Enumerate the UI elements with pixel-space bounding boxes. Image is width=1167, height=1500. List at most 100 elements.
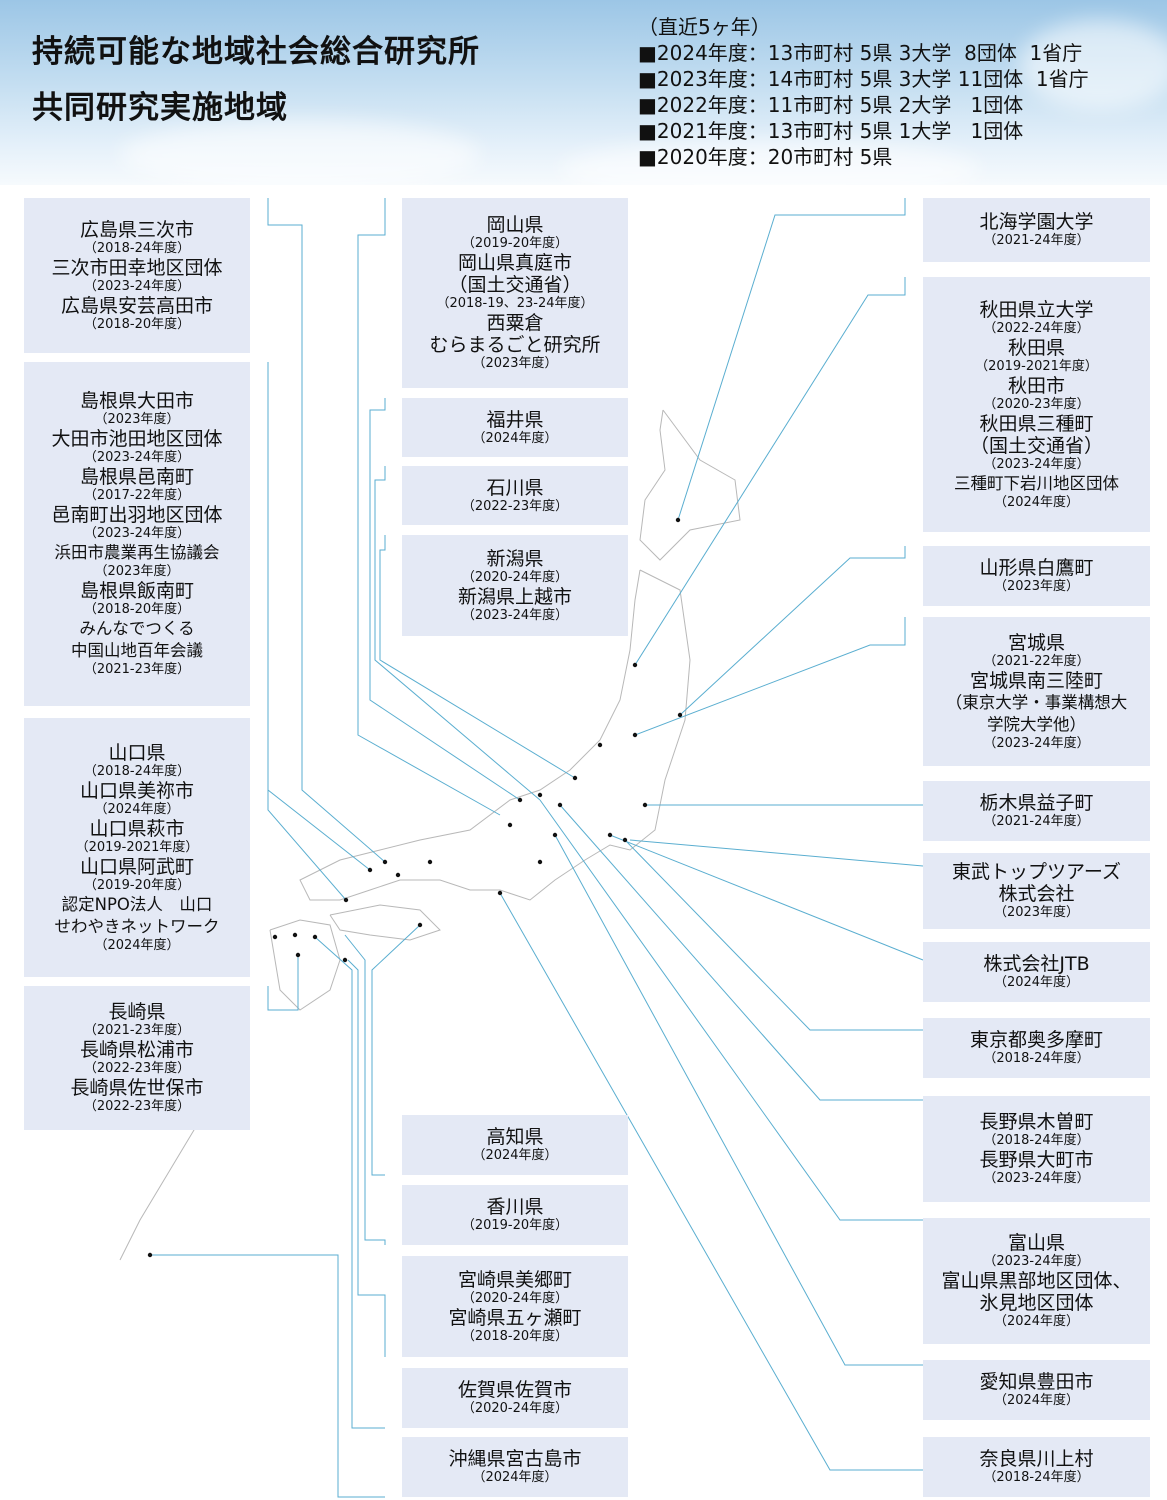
period-label: （2018-24年度）: [983, 1470, 1090, 1485]
location-dot: [343, 897, 349, 903]
connector-line: [267, 718, 347, 901]
organization-name: みんなでつくる: [79, 619, 195, 638]
organization-name: 山口県萩市: [89, 817, 185, 840]
organization-name: 新潟県: [486, 547, 544, 570]
location-dot: [552, 832, 558, 838]
connector-line: [634, 277, 906, 666]
organization-name: 福井県: [486, 408, 544, 431]
page-subtitle: 共同研究実施地域: [32, 90, 288, 126]
period-label: （2022-23年度）: [83, 1099, 191, 1114]
stats-heading: （直近5ヶ年）: [638, 15, 771, 39]
organization-name: 長崎県: [108, 1001, 166, 1023]
region-box-yamaguchi: 山口県（2018-24年度）山口県美祢市（2024年度）山口県萩市（2019-2…: [24, 718, 250, 977]
period-label: （2018-24年度）: [83, 240, 191, 256]
region-box-jtb: 株式会社JTB（2024年度）: [923, 942, 1150, 1002]
organization-name: 秋田県: [1007, 336, 1065, 359]
organization-name: 株式会社JTB: [983, 953, 1090, 975]
organization-name: 三種町下岩川地区団体: [954, 473, 1119, 493]
connector-line: [677, 198, 906, 521]
period-label: （2022-23年度）: [461, 498, 569, 514]
organization-name: 浜田市農業再生協議会: [54, 543, 220, 562]
organization-name: 新潟県上越市: [457, 585, 572, 608]
region-box-nagasaki: 長崎県（2021-23年度）長崎県松浦市（2022-23年度）長崎県佐世保市（2…: [24, 986, 250, 1130]
connector-line: [634, 617, 906, 736]
location-dot: [677, 712, 683, 718]
organization-name: 長野県大町市: [979, 1149, 1094, 1171]
period-label: （2021-23年度）: [83, 662, 191, 677]
period-label: （2024年度）: [94, 801, 180, 817]
region-box-saga: 佐賀県佐賀市（2020-24年度）: [402, 1368, 628, 1428]
kyushu-outline: [269, 919, 341, 1011]
organization-name: 秋田県三種町: [979, 412, 1094, 435]
connector-line: [624, 839, 923, 1031]
location-dot: [557, 802, 563, 808]
location-dot: [622, 837, 628, 843]
period-label: （2019-20年度）: [461, 236, 569, 251]
period-label: （2024年度）: [993, 1393, 1080, 1408]
location-dot: [632, 732, 638, 738]
connector-line: [347, 959, 386, 1357]
connector-line: [554, 834, 923, 1366]
organization-name: 認定NPO法人 山口: [61, 894, 213, 914]
organization-name: 北海学園大学: [979, 211, 1094, 233]
period-label: （2023-24年度）: [983, 1171, 1090, 1186]
organization-name: 宮崎県美郷町: [457, 1268, 572, 1291]
hokkaido-outline: [639, 409, 741, 561]
organization-name: 長崎県松浦市: [79, 1039, 194, 1061]
header-banner: 持続可能な地域社会総合研究所 共同研究実施地域 （直近5ヶ年） ■2024年度：…: [0, 0, 1167, 200]
stats-row: ■2020年度：20市町村 5県: [638, 145, 893, 169]
organization-name: 東京都奥多摩町: [969, 1029, 1103, 1051]
period-label: （2021-24年度）: [983, 233, 1090, 248]
location-dot: [537, 792, 543, 798]
connector-line: [267, 198, 386, 863]
location-dot: [427, 859, 433, 865]
connector-line: [539, 799, 923, 1221]
organization-name: 西粟倉: [486, 312, 544, 334]
connector-line: [357, 198, 501, 816]
region-box-toyama: 富山県（2023-24年度）富山県黒部地区団体、氷見地区団体（2024年度）: [923, 1218, 1150, 1344]
location-dot: [272, 934, 278, 940]
organization-name: 宮城県南三陸町: [969, 669, 1103, 692]
location-dot: [382, 859, 388, 865]
region-box-aichi: 愛知県豊田市（2024年度）: [923, 1360, 1150, 1420]
period-label: （2021-24年度）: [983, 814, 1090, 829]
period-label: （2024年度）: [472, 1148, 558, 1163]
organization-name: 長崎県佐世保市: [70, 1077, 204, 1099]
period-label: （2021-22年度）: [983, 653, 1090, 669]
period-label: （2023-24年度）: [83, 450, 191, 465]
period-label: （2018-24年度）: [983, 1051, 1090, 1066]
period-label: （2019-20年度）: [83, 877, 191, 893]
stats-summary: （直近5ヶ年） ■2024年度：13市町村 5県 3大学 8団体 1省庁 ■20…: [638, 14, 1089, 170]
region-box-miyagi: 宮城県（2021-22年度）宮城県南三陸町（東京大学・事業構想大学院大学他）（2…: [923, 617, 1150, 766]
organization-name: 高知県: [486, 1126, 544, 1148]
organization-name: 島根県飯南町: [79, 580, 194, 602]
location-dot: [632, 662, 638, 668]
location-dot: [517, 797, 523, 803]
connector-line: [314, 936, 385, 1429]
organization-name: 長野県木曽町: [979, 1111, 1094, 1133]
region-box-nara: 奈良県川上村（2018-24年度）: [923, 1437, 1150, 1497]
period-label: （2024年度）: [993, 975, 1080, 990]
period-label: （2023年度）: [94, 564, 180, 579]
organization-name: （東京大学・事業構想大: [945, 692, 1128, 712]
region-box-tochigi: 栃木県益子町（2021-24年度）: [923, 781, 1150, 841]
organization-name: 広島県三次市: [79, 218, 194, 241]
organization-name: 山口県美祢市: [79, 779, 194, 802]
period-label: （2023-24年度）: [983, 735, 1090, 751]
region-box-okinawa: 沖縄県宮古島市（2024年度）: [402, 1437, 628, 1497]
location-dot: [537, 859, 543, 865]
period-label: （2023年度）: [993, 579, 1080, 594]
period-label: （2018-19、23-24年度）: [436, 296, 594, 311]
location-dot: [342, 957, 348, 963]
period-label: （2023-24年度）: [983, 456, 1090, 472]
stats-row: ■2021年度：13市町村 5県 1大学 1団体: [638, 119, 1024, 143]
period-label: （2023-24年度）: [83, 526, 191, 541]
location-dot: [295, 952, 301, 958]
organization-name: 山形県白鷹町: [979, 557, 1094, 579]
location-dot: [292, 932, 298, 938]
period-label: （2019-2021年度）: [75, 839, 199, 855]
organization-name: 栃木県益子町: [979, 792, 1094, 814]
connector-line: [374, 466, 541, 801]
region-box-hokkaido: 北海学園大学（2021-24年度）: [923, 198, 1150, 262]
location-dot: [417, 922, 423, 928]
